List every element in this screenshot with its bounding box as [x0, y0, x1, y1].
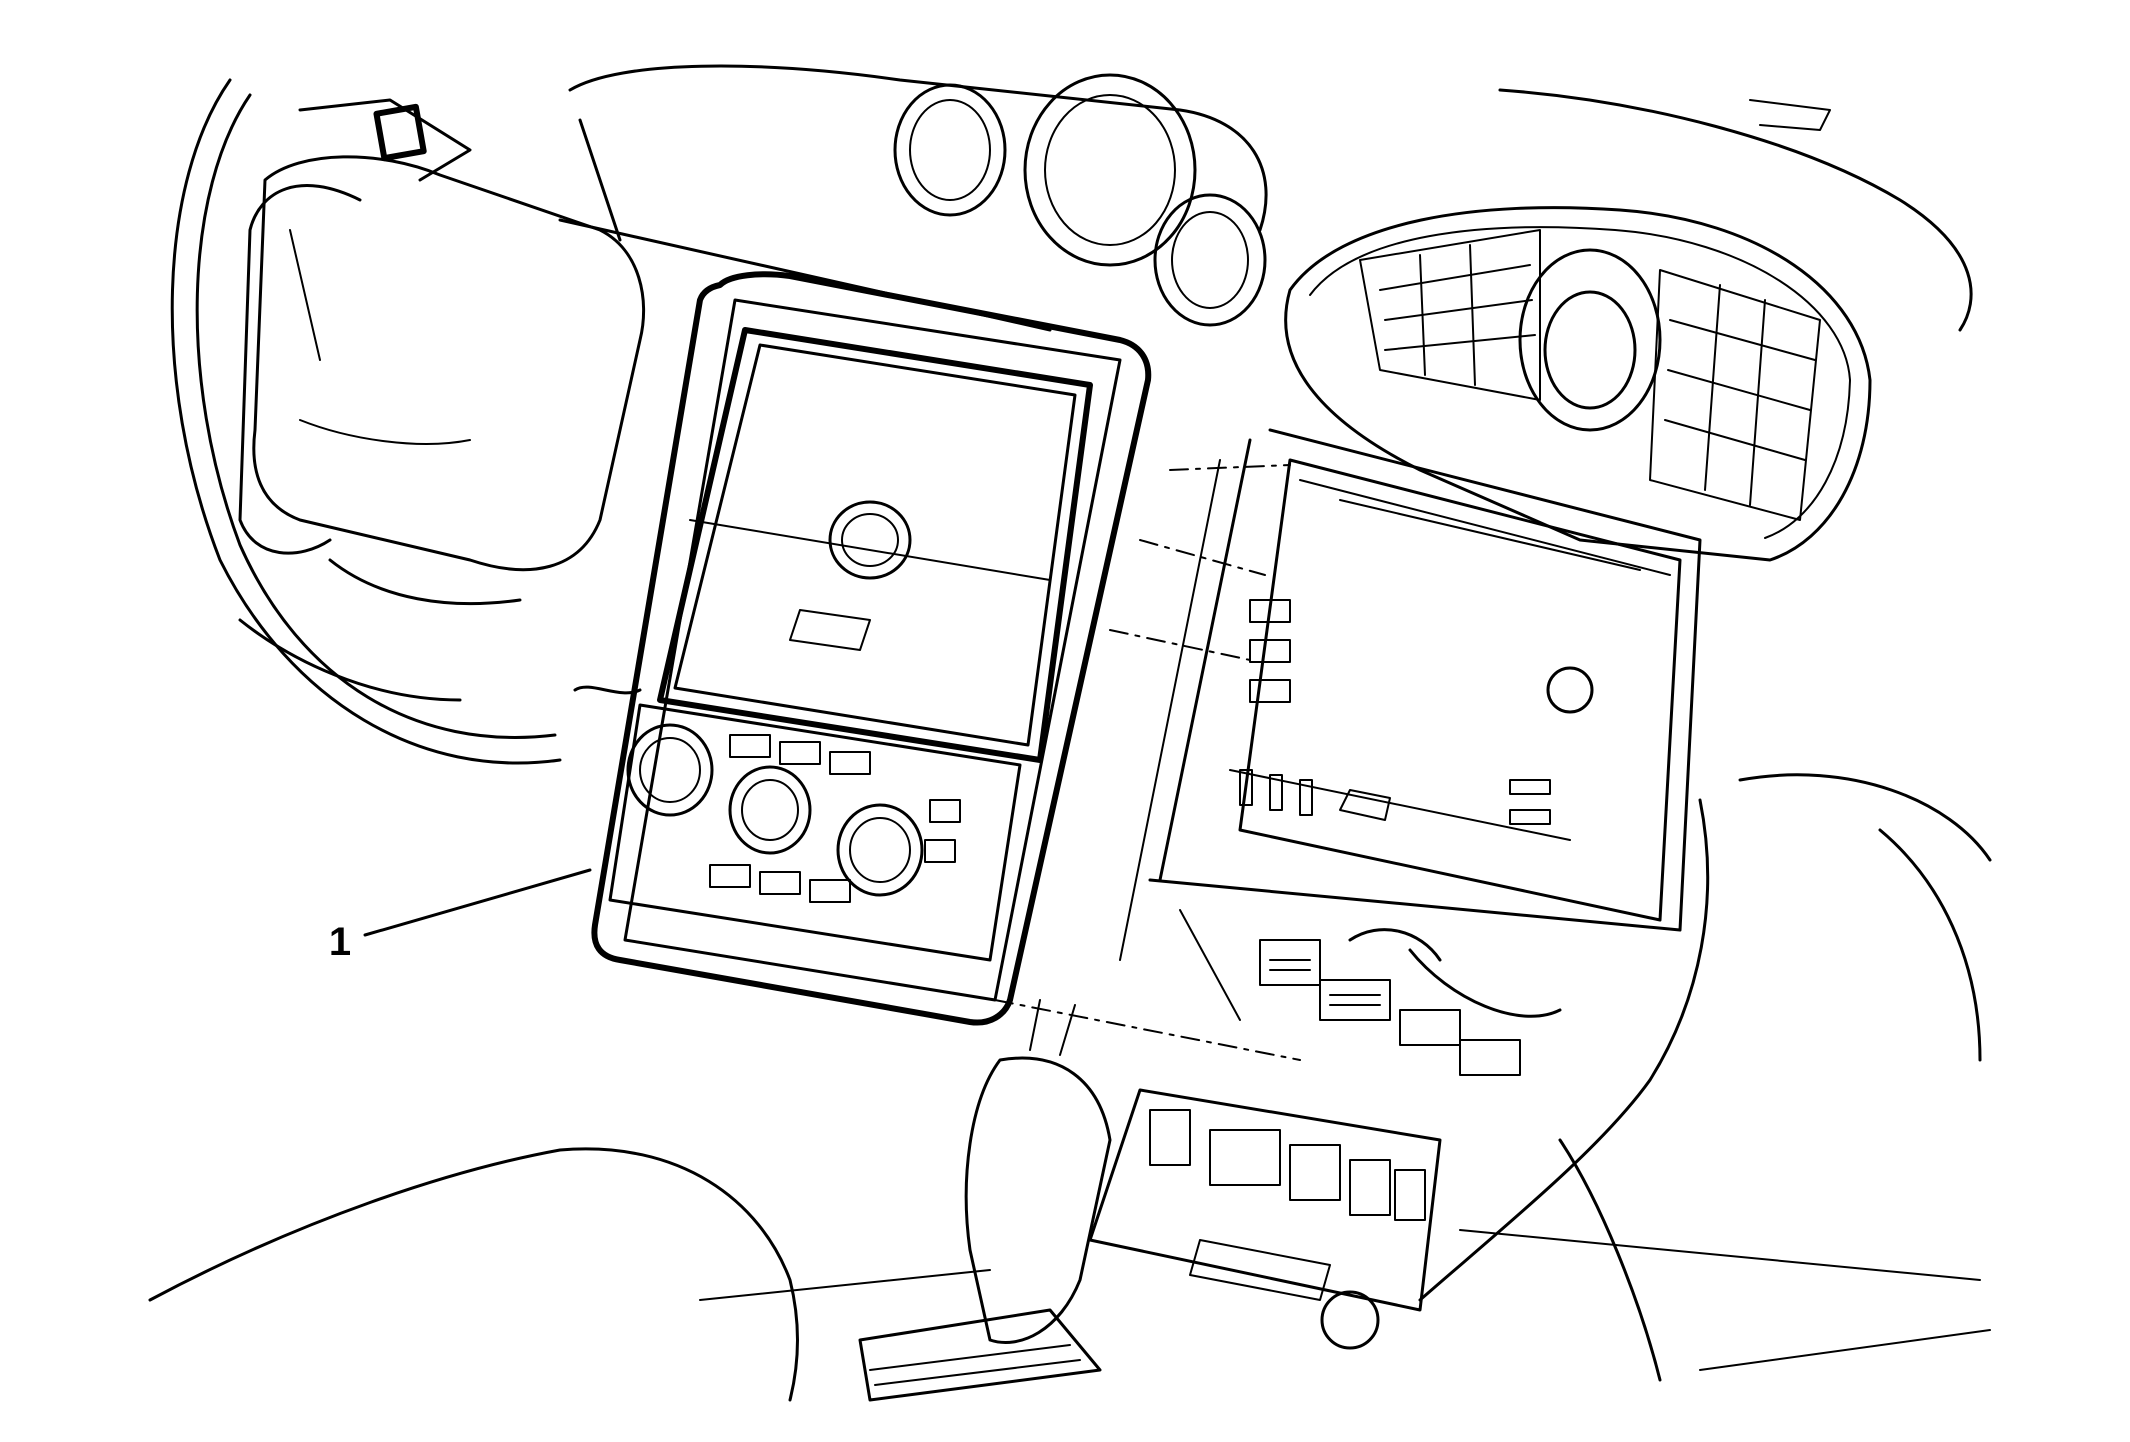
shifter-console: [858, 999, 1112, 1402]
lower-switch-panel: [1088, 1088, 1442, 1350]
dash-trim: [1749, 99, 1831, 131]
left-hvac-knob: [626, 723, 714, 817]
right-vent-louvers: [1649, 269, 1821, 521]
hazard-switch: [1518, 248, 1662, 432]
center-air-vents: [1284, 206, 1872, 562]
radio-unit: [1229, 458, 1682, 922]
callout-1-label: 1: [329, 920, 351, 964]
alignment-lines: [994, 464, 1301, 1061]
callout-1-leader-line: [363, 868, 592, 937]
right-hvac-knob: [836, 803, 924, 897]
driver-seat-outline: [148, 1147, 799, 1402]
dash-edge: [1498, 88, 1973, 332]
radio-opening: [1119, 428, 1702, 1021]
hvac-buttons: [709, 734, 961, 903]
steering-hub: [252, 155, 646, 572]
floor-line: [699, 1269, 991, 1301]
callout-1: 1: [329, 868, 592, 964]
radio-trim-bezel: [573, 271, 1152, 1026]
passenger-side-dash: [1418, 773, 1992, 1382]
left-vent-louvers: [1359, 229, 1541, 401]
wiring-harness: [1259, 928, 1562, 1076]
center-hvac-knob: [728, 765, 812, 855]
steering-wheel: [170, 78, 562, 765]
hvac-control-panel: [608, 703, 1022, 962]
steering-column: [298, 98, 472, 182]
instrument-cluster: [558, 64, 1268, 332]
